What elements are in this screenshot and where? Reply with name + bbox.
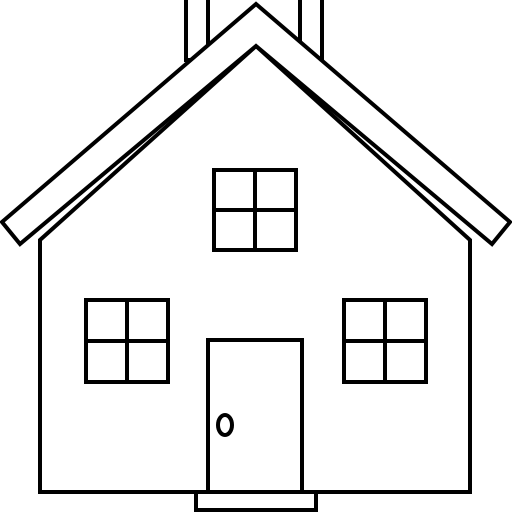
right-window xyxy=(342,298,428,384)
left-window xyxy=(84,298,170,384)
doorstep xyxy=(194,490,318,512)
roof xyxy=(0,1,512,247)
door-knob xyxy=(216,413,234,437)
attic-window xyxy=(212,168,298,252)
